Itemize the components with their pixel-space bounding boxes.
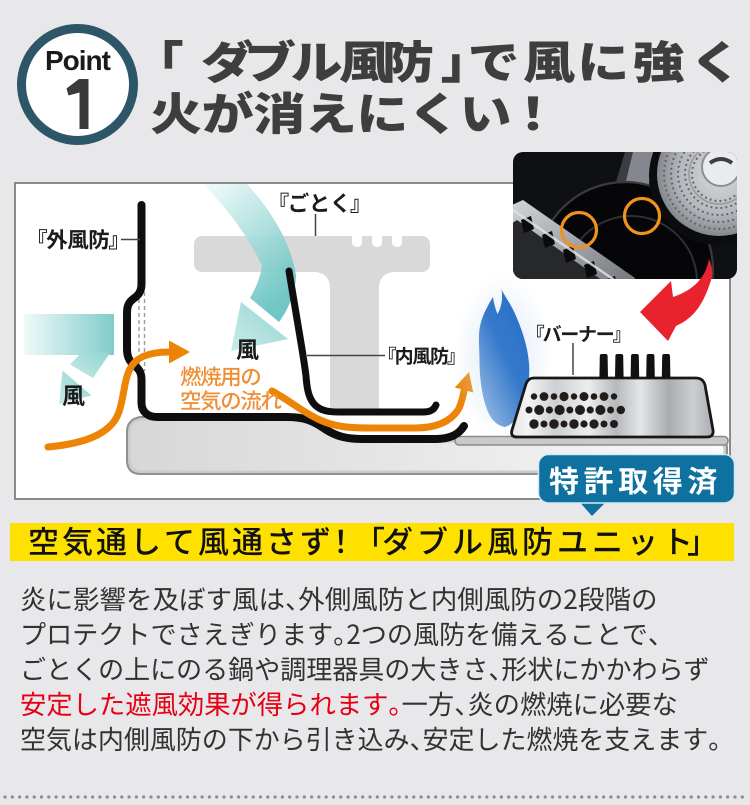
- svg-text:Point: Point: [45, 45, 111, 76]
